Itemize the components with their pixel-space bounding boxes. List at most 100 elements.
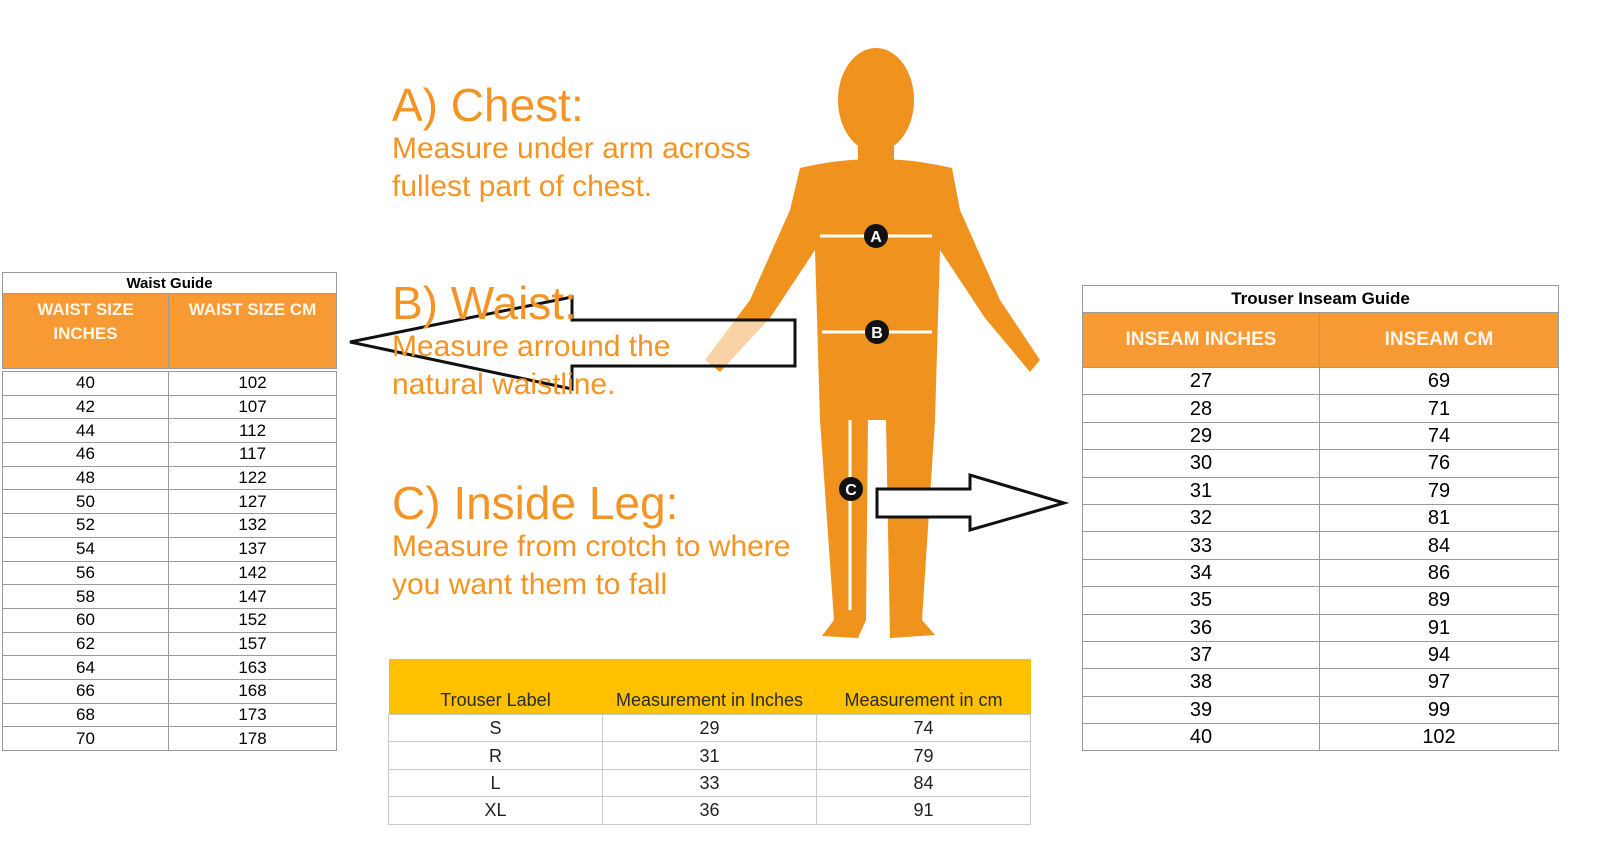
- table-cell: 29: [602, 713, 817, 743]
- marker-c-label: C: [845, 482, 857, 499]
- table-cell: 127: [168, 489, 337, 515]
- table-cell: 66: [2, 678, 169, 704]
- inside-leg-text: Measure from crotch to where you want th…: [392, 530, 791, 601]
- inseam-header-cm: INSEAM CM: [1319, 312, 1559, 368]
- table-cell: 39: [1082, 695, 1320, 725]
- table-cell: 50: [2, 489, 169, 515]
- table-cell: 42: [2, 394, 169, 420]
- table-cell: XL: [388, 796, 603, 825]
- table-cell: 69: [1319, 366, 1559, 396]
- table-cell: 132: [168, 513, 337, 538]
- arrow-left-icon: [349, 295, 797, 391]
- table-cell: 31: [602, 741, 817, 770]
- trouser-label-table: Trouser Label Measurement in Inches Meas…: [388, 659, 1031, 825]
- table-cell: 36: [602, 796, 817, 825]
- table-cell: 74: [1319, 421, 1559, 451]
- table-cell: 84: [816, 768, 1031, 798]
- table-cell: 97: [1319, 668, 1559, 697]
- table-cell: 44: [2, 418, 169, 444]
- waist-spacer: [2, 368, 337, 372]
- table-cell: 178: [168, 726, 337, 751]
- table-cell: 28: [1082, 394, 1320, 423]
- table-cell: 89: [1319, 586, 1559, 615]
- chest-instruction: A) Chest: Measure under arm across fulle…: [392, 80, 792, 206]
- table-cell: 79: [1319, 476, 1559, 505]
- table-cell: 157: [168, 631, 337, 657]
- table-cell: 48: [2, 465, 169, 491]
- marker-b-icon: B: [865, 320, 889, 344]
- waist-text: Measure arround the natural waistline.: [392, 330, 671, 401]
- table-cell: 94: [1319, 640, 1559, 670]
- table-cell: 163: [168, 655, 337, 680]
- waist-guide-table: Waist Guide WAIST SIZE INCHES WAIST SIZE…: [2, 272, 337, 751]
- table-cell: 38: [1082, 668, 1320, 697]
- label-header-trouser-label: Trouser Label: [388, 659, 603, 715]
- table-cell: 112: [168, 418, 337, 444]
- table-cell: 68: [2, 702, 169, 728]
- table-cell: S: [388, 713, 603, 743]
- table-cell: 81: [1319, 503, 1559, 533]
- table-cell: 60: [2, 607, 169, 633]
- table-cell: 58: [2, 584, 169, 609]
- arrow-right-icon: [875, 472, 1070, 532]
- table-cell: 79: [816, 741, 1031, 770]
- table-cell: 86: [1319, 558, 1559, 588]
- table-cell: 91: [1319, 613, 1559, 642]
- table-cell: 122: [168, 465, 337, 491]
- label-header-inches: Measurement in Inches: [602, 659, 817, 715]
- table-cell: 71: [1319, 394, 1559, 423]
- chest-title: A) Chest:: [392, 79, 584, 131]
- inseam-guide-table: Trouser Inseam Guide INSEAM INCHES INSEA…: [1082, 285, 1559, 752]
- inside-leg-instruction: C) Inside Leg: Measure from crotch to wh…: [392, 478, 822, 604]
- table-cell: 32: [1082, 503, 1320, 533]
- table-cell: 147: [168, 584, 337, 609]
- table-cell: 84: [1319, 531, 1559, 560]
- human-silhouette: [705, 48, 1040, 638]
- chest-text: Measure under arm across fullest part of…: [392, 132, 751, 203]
- table-cell: 102: [1319, 723, 1559, 752]
- table-cell: R: [388, 741, 603, 770]
- marker-a-label: A: [870, 229, 882, 246]
- table-cell: 173: [168, 702, 337, 728]
- table-cell: 30: [1082, 449, 1320, 478]
- table-cell: 54: [2, 536, 169, 562]
- table-cell: 91: [816, 796, 1031, 825]
- table-cell: 99: [1319, 695, 1559, 725]
- waist-title: B) Waist:: [392, 277, 577, 329]
- table-cell: 46: [2, 442, 169, 467]
- table-cell: 102: [168, 371, 337, 396]
- table-cell: 62: [2, 631, 169, 657]
- inside-leg-title: C) Inside Leg:: [392, 477, 679, 529]
- waist-instruction: B) Waist: Measure arround the natural wa…: [392, 278, 812, 404]
- waist-header-inches: WAIST SIZE INCHES: [2, 293, 169, 369]
